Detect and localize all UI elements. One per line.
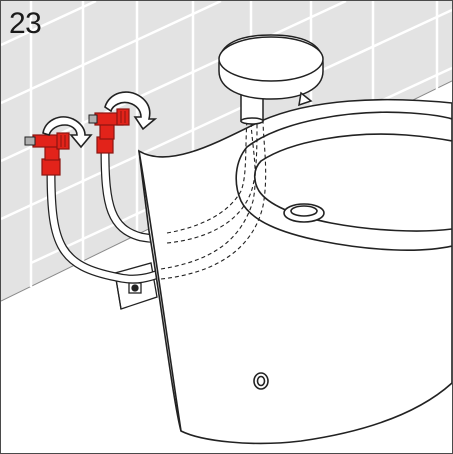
flush-button-icon: [218, 34, 324, 125]
right-valve-icon: [88, 108, 130, 154]
toilet-bowl: [138, 98, 452, 445]
step-number: 23: [9, 7, 42, 40]
hidden-hose-routing: [160, 118, 267, 280]
rotate-arrow-icon: [42, 91, 158, 149]
left-valve-icon: [24, 132, 70, 176]
